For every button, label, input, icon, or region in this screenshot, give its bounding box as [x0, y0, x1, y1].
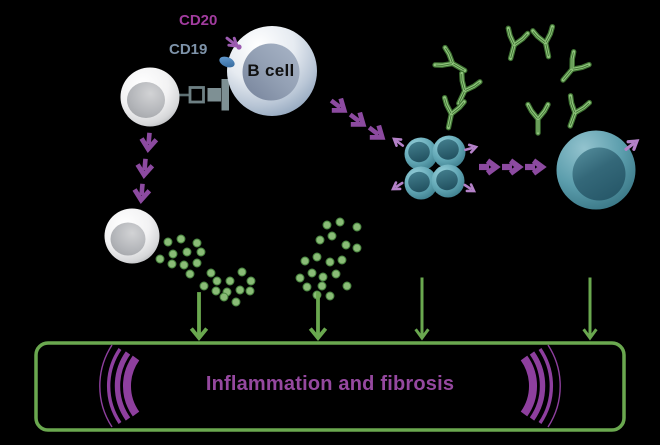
- differentiation-arrows-diagonal: [329, 97, 385, 142]
- cytokine-dot: [352, 243, 362, 253]
- cytokine-dot: [246, 276, 256, 286]
- antibody-icon: [561, 96, 590, 130]
- plasmablast-cluster: [404, 135, 466, 200]
- cytokine-dot: [168, 249, 178, 259]
- emphasis-arcs-right: [520, 344, 561, 428]
- cytokine-dot: [335, 217, 345, 227]
- cytokine-dot: [325, 257, 335, 267]
- cytokine-dot: [192, 258, 202, 268]
- antibody-icon: [528, 105, 548, 134]
- outcome-box: [34, 341, 626, 432]
- cytokine-dot: [182, 247, 192, 257]
- cytokine-dot: [231, 297, 241, 307]
- cytokine-dot: [192, 238, 202, 248]
- cytokine-dot: [237, 267, 247, 277]
- cytokine-effect-arrow-2: [308, 292, 328, 342]
- outcome-label: Inflammation and fibrosis: [205, 373, 455, 395]
- cytokine-dot: [341, 240, 351, 250]
- cytokine-dot: [312, 252, 322, 262]
- cytokine-dot: [155, 254, 165, 264]
- cytokine-dot: [325, 291, 335, 301]
- white-cell-lower: [104, 208, 160, 264]
- cytokine-dot: [185, 269, 195, 279]
- antibody-icon: [501, 28, 528, 61]
- cytokine-dot: [331, 269, 341, 279]
- cytokine-dot: [315, 235, 325, 245]
- cytokine-dot: [225, 276, 235, 286]
- cytokine-dot: [219, 292, 229, 302]
- cytokine-dot: [322, 220, 332, 230]
- cytokine-dot: [196, 247, 206, 257]
- antibody-icon: [439, 98, 464, 130]
- cytokine-dot: [206, 268, 216, 278]
- plasmablast-effect-arrow: [414, 277, 430, 341]
- cytokine-dots: [155, 217, 362, 307]
- b-cell-label: B cell: [247, 61, 295, 80]
- cytokine-dot: [163, 237, 173, 247]
- differentiation-arrows-down: [135, 135, 155, 201]
- antibody-icons: [435, 27, 589, 133]
- cytokine-dot: [176, 234, 186, 244]
- emphasis-arcs-left: [99, 344, 140, 428]
- cytokine-dot: [352, 222, 362, 232]
- cytokine-dot: [179, 260, 189, 270]
- cytokine-dot: [342, 281, 352, 291]
- effect-arrows: [189, 277, 598, 342]
- cd20-label: CD20: [179, 12, 218, 29]
- antibody-effect-arrow: [582, 277, 598, 341]
- cytokine-dot: [337, 255, 347, 265]
- cytokine-dot: [167, 259, 177, 269]
- plasma-cell: [556, 130, 636, 210]
- cytokine-dot: [318, 272, 328, 282]
- cd19-molecule-icon: [219, 56, 235, 68]
- maturation-arrows-right: [479, 161, 542, 174]
- cytokine-dot: [327, 231, 337, 241]
- plasmablast-cell: [404, 137, 438, 171]
- cytokine-dot: [295, 273, 305, 283]
- cytokine-dot: [300, 256, 310, 266]
- antibody-icon: [533, 27, 558, 59]
- plasmablast-cell: [431, 164, 465, 198]
- receptor-synapse-connector: [176, 79, 229, 111]
- cytokine-dot: [199, 281, 209, 291]
- cytokine-dot: [317, 281, 327, 291]
- b-cell: [227, 26, 317, 116]
- cytokine-effect-arrow-1: [189, 292, 209, 342]
- cytokine-dot: [235, 285, 245, 295]
- cytokine-dot: [212, 276, 222, 286]
- cytokine-dot: [245, 286, 255, 296]
- cytokine-dot: [302, 282, 312, 292]
- cd20-pointer-arrow: [222, 33, 242, 51]
- antibody-icon: [555, 52, 589, 87]
- cytokine-dot: [211, 286, 221, 296]
- plasmablast-cell: [404, 166, 438, 200]
- cd19-label: CD19: [169, 41, 208, 58]
- cytokine-dot: [307, 268, 317, 278]
- white-cell-upper: [120, 67, 180, 127]
- plasmablast-cell: [432, 135, 466, 169]
